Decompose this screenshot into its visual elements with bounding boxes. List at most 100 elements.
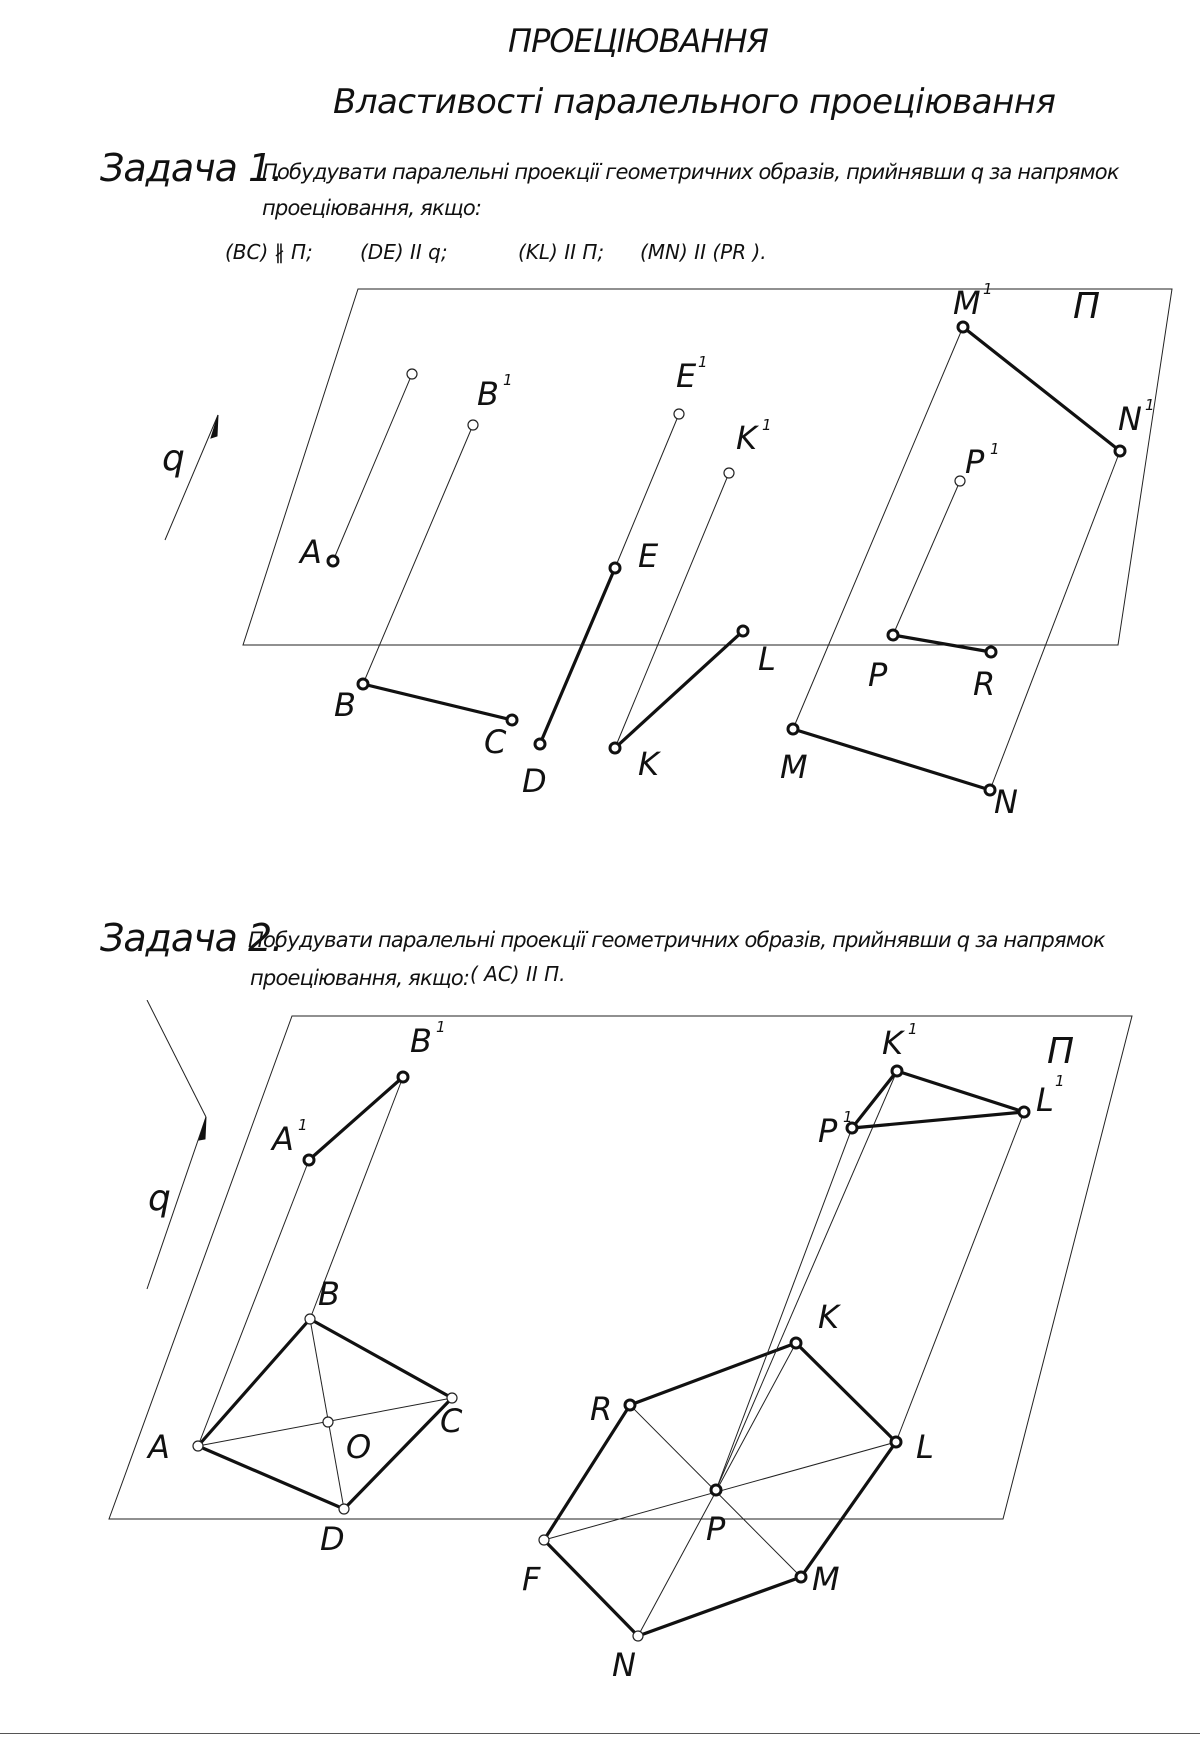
label-b: B [334,686,356,724]
page-subtitle: Властивості паралельного проеціювання [333,82,1056,122]
point-p-2 [709,1483,723,1497]
label-n1-sup: 1 [1145,396,1155,414]
point-n-2 [632,1630,644,1642]
page-title: ПРОЕЦІЮВАННЯ [508,22,769,60]
point-d-2 [338,1503,350,1515]
diag-bd [309,1318,345,1510]
label-p1-sup: 1 [990,440,1000,458]
label-r: R [973,665,995,703]
arrow-head-icon [210,414,219,439]
point-a-2 [192,1440,204,1452]
label-m1: M [953,284,981,322]
task1-heading: Задача 1. [100,146,283,190]
label-k-2: K [818,1298,842,1336]
direction-q-arrow [164,414,219,541]
label-d-2: D [320,1520,345,1558]
ray-l-2 [895,1111,1025,1443]
point-a [326,554,340,568]
label-b1-2: B [410,1022,432,1060]
label-a-2: A [146,1428,170,1466]
task2-text-line2: проеціювання, якщо: [250,966,470,990]
task2-drawing: q П A B C D O A 1 B 1 R K L M N F P K 1 … [108,1000,1133,1684]
label-o: O [346,1428,371,1466]
ray-k-2 [715,1070,898,1491]
label-n: N [994,783,1018,821]
segment-pr [891,633,993,654]
point-p [886,628,900,642]
point-p1-2 [845,1121,859,1135]
direction-q-arrow-2 [146,1000,207,1118]
triangle-k1l1p1 [848,1069,1025,1130]
point-c [505,713,519,727]
ray-k [614,472,730,749]
label-c: C [484,723,507,761]
point-e1 [673,408,685,420]
label-r-2: R [590,1390,612,1428]
label-b-2: B [318,1275,340,1313]
task1-text-line1: Побудувати паралельні проекції геометрич… [262,160,1120,184]
label-a: A [298,533,322,571]
ray-a-2 [197,1159,310,1447]
label-l1-2-sup: 1 [1055,1072,1065,1090]
label-p1-2-sup: 1 [843,1108,853,1126]
point-k [608,741,622,755]
direction-q-line-2 [146,1116,207,1290]
ray-a [332,373,413,562]
label-b1: B [477,375,499,413]
plane-pi-2 [108,1015,1133,1520]
point-r-2 [623,1398,637,1412]
bottom-rule [0,1733,1200,1734]
label-p1: P [965,443,985,481]
label-e1-sup: 1 [698,353,708,371]
point-n1 [1113,444,1127,458]
label-b1-2-sup: 1 [436,1018,446,1036]
task2-condition: ( AC) II П. [470,962,566,986]
point-e [608,561,622,575]
label-m: M [780,748,808,786]
segment-kl [613,629,745,750]
task1-condition-kl: (KL) II П; [518,240,605,264]
label-m-2: M [812,1560,840,1598]
label-f: F [522,1560,541,1598]
segment-mn [791,727,992,792]
label-k1: K [736,419,760,457]
label-p1-2: P [818,1112,838,1150]
point-k1-2 [890,1064,904,1078]
task1-condition-de: (DE) II q; [360,240,448,264]
ray-p-2 [715,1127,853,1491]
segment-m1n1 [961,325,1122,453]
ray-e [614,413,680,569]
label-q: q [162,438,185,479]
label-d: D [522,762,547,800]
point-a1-2 [302,1153,316,1167]
task2-text-line1: Побудувати паралельні проекції геометрич… [248,928,1106,952]
point-l1-2 [1017,1105,1031,1119]
point-l [736,624,750,638]
label-p-2: P [706,1510,726,1548]
point-d [533,737,547,751]
point-b1-2 [396,1070,410,1084]
task1-condition-bc: (BC) ∦ П; [225,240,313,264]
label-n-2: N [612,1646,636,1684]
plane-pi [242,288,1173,646]
label-k: K [638,745,662,783]
point-r [984,645,998,659]
segment-de [538,566,617,746]
label-l1-2: L [1036,1081,1054,1119]
segment-bc [361,682,514,722]
point-n [983,783,997,797]
label-c-2: C [440,1402,463,1440]
point-k-2 [789,1336,803,1350]
label-plane-2: П [1047,1031,1074,1072]
label-a1-2: A [270,1120,294,1158]
point-a1 [406,368,418,380]
point-b [356,677,370,691]
label-m1-sup: 1 [983,280,993,298]
point-b1 [467,419,479,431]
point-b-2 [304,1313,316,1325]
task2-heading: Задача 2. [100,916,283,960]
arrow-head-icon-2 [198,1116,207,1141]
ray-b [362,424,474,685]
label-a1-2-sup: 1 [298,1116,308,1134]
ray-p [892,480,961,636]
